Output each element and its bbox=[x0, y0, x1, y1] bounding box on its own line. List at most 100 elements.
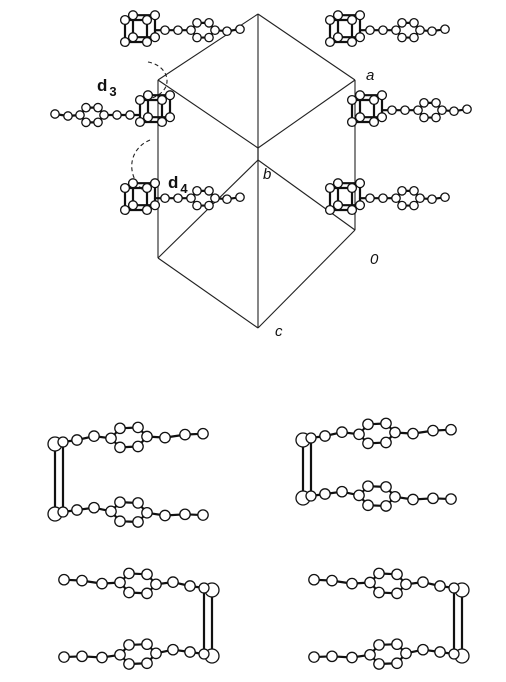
atom-circle bbox=[397, 200, 407, 211]
atom-circle bbox=[362, 499, 374, 512]
atom-circle bbox=[419, 97, 429, 108]
atom-circle bbox=[184, 580, 196, 592]
atom-circle bbox=[319, 430, 331, 442]
atom-circle bbox=[332, 32, 344, 43]
atom-circle bbox=[159, 509, 171, 522]
atom-circle bbox=[132, 421, 144, 434]
atom-circle bbox=[354, 90, 366, 101]
atom-circle bbox=[119, 36, 131, 48]
atom-circle bbox=[409, 17, 419, 28]
atom-circle bbox=[204, 200, 214, 211]
atom-circle bbox=[427, 194, 437, 205]
atom-circle bbox=[114, 515, 126, 528]
atom-circle bbox=[76, 574, 88, 587]
atom-circle bbox=[119, 204, 131, 216]
unit-cell-edge bbox=[157, 79, 259, 149]
atom-circle bbox=[431, 97, 441, 108]
atom-circle bbox=[397, 17, 407, 28]
atom-circle bbox=[197, 509, 209, 521]
atom-circle bbox=[409, 32, 419, 43]
atom-circle bbox=[397, 185, 407, 196]
atom-circle bbox=[353, 489, 365, 502]
atom-circle bbox=[326, 650, 338, 663]
atom-circle bbox=[141, 506, 153, 519]
atom-circle bbox=[210, 193, 220, 204]
atom-circle bbox=[204, 185, 214, 196]
atom-circle bbox=[324, 36, 336, 48]
atom-circle bbox=[391, 193, 401, 204]
atom-circle bbox=[413, 105, 423, 116]
atom-circle bbox=[210, 25, 220, 36]
atom-circle bbox=[88, 501, 100, 514]
atom-circle bbox=[93, 102, 103, 113]
atom-circle bbox=[141, 587, 153, 600]
atom-circle bbox=[362, 480, 374, 493]
atom-circle bbox=[308, 651, 320, 663]
atom-circle bbox=[142, 112, 154, 123]
atom-circle bbox=[186, 193, 196, 204]
atom-circle bbox=[346, 577, 358, 590]
atom-circle bbox=[141, 36, 153, 48]
atom-circle bbox=[198, 582, 210, 594]
atom-circle bbox=[415, 193, 425, 204]
atom-circle bbox=[362, 418, 374, 431]
atom-circle bbox=[305, 432, 317, 444]
atom-circle bbox=[132, 440, 144, 453]
atom-circle bbox=[81, 102, 91, 113]
atom-circle bbox=[123, 567, 135, 580]
atom-circle bbox=[160, 25, 170, 36]
atom-circle bbox=[197, 427, 209, 440]
atom-circle bbox=[448, 648, 460, 660]
atom-circle bbox=[127, 10, 139, 21]
atom-circle bbox=[141, 204, 153, 216]
atom-circle bbox=[364, 576, 376, 589]
atom-circle bbox=[376, 90, 388, 101]
atom-circle bbox=[123, 639, 135, 651]
atom-circle bbox=[354, 112, 366, 123]
atom-circle bbox=[63, 111, 73, 121]
unit-cell-edge bbox=[157, 257, 259, 329]
atom-circle bbox=[326, 574, 338, 587]
atom-circle bbox=[448, 582, 460, 594]
atom-circle bbox=[112, 110, 122, 120]
atom-circle bbox=[336, 485, 348, 498]
atom-circle bbox=[164, 90, 176, 101]
atom-circle bbox=[132, 516, 144, 528]
atom-circle bbox=[149, 178, 161, 189]
atom-circle bbox=[159, 431, 171, 444]
atom-circle bbox=[391, 25, 401, 36]
atom-circle bbox=[415, 25, 425, 36]
atom-circle bbox=[354, 32, 366, 43]
atom-circle bbox=[417, 576, 429, 589]
atom-circle bbox=[380, 500, 392, 512]
atom-circle bbox=[127, 200, 139, 211]
atom-circle bbox=[440, 192, 450, 203]
atom-circle bbox=[440, 24, 450, 35]
atom-circle bbox=[332, 178, 344, 189]
atom-circle bbox=[235, 192, 245, 203]
atom-circle bbox=[198, 648, 210, 660]
molecule-atoms bbox=[47, 10, 472, 670]
atom-circle bbox=[445, 493, 457, 505]
atom-circle bbox=[409, 185, 419, 196]
atom-circle bbox=[380, 417, 392, 430]
atom-circle bbox=[58, 651, 70, 663]
atom-circle bbox=[354, 200, 366, 211]
atom-circle bbox=[391, 638, 403, 651]
atom-circle bbox=[141, 657, 153, 670]
atom-circle bbox=[235, 24, 245, 35]
atom-circle bbox=[184, 646, 196, 658]
atom-circle bbox=[380, 436, 392, 449]
atom-circle bbox=[391, 657, 403, 670]
axis-label-a: a bbox=[366, 67, 374, 84]
atom-circle bbox=[308, 573, 320, 586]
atom-circle bbox=[204, 17, 214, 28]
contact-markers bbox=[131, 61, 168, 195]
atom-circle bbox=[346, 116, 358, 128]
atom-circle bbox=[132, 497, 144, 509]
atom-circle bbox=[141, 14, 153, 26]
atom-circle bbox=[346, 94, 358, 106]
atom-circle bbox=[114, 422, 126, 435]
